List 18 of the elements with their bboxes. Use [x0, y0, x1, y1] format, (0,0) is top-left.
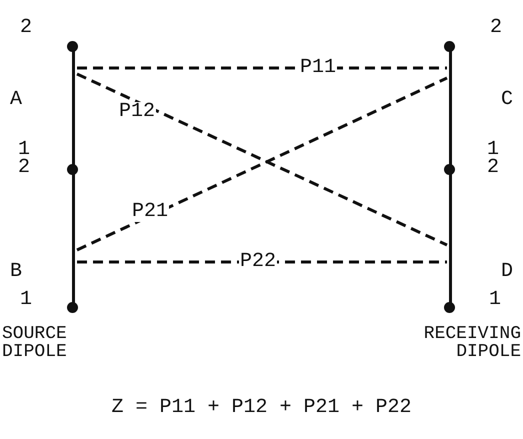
formula-text: Z = P11 + P12 + P21 + P22 — [110, 398, 413, 418]
segment-label: B — [10, 262, 22, 282]
segment-label: D — [500, 262, 513, 282]
edge-label: P21 — [131, 202, 169, 222]
terminal-number: 2 — [490, 18, 502, 38]
terminal-number: 1 — [18, 140, 30, 160]
terminal-number: 1 — [487, 140, 500, 160]
terminal-number: 2 — [18, 158, 30, 178]
segment-label: C — [500, 90, 513, 110]
terminal-number: 2 — [487, 158, 500, 178]
dashed-line — [77, 260, 447, 264]
terminal-number: 1 — [20, 290, 32, 310]
terminal-number: 2 — [20, 18, 32, 38]
terminal-number: 1 — [489, 290, 502, 310]
dipole-caption: RECEIVING DIPOLE — [422, 325, 521, 361]
dipole-caption: SOURCE DIPOLE — [2, 325, 68, 361]
segment-label: A — [10, 90, 22, 110]
dashed-line — [77, 66, 447, 70]
